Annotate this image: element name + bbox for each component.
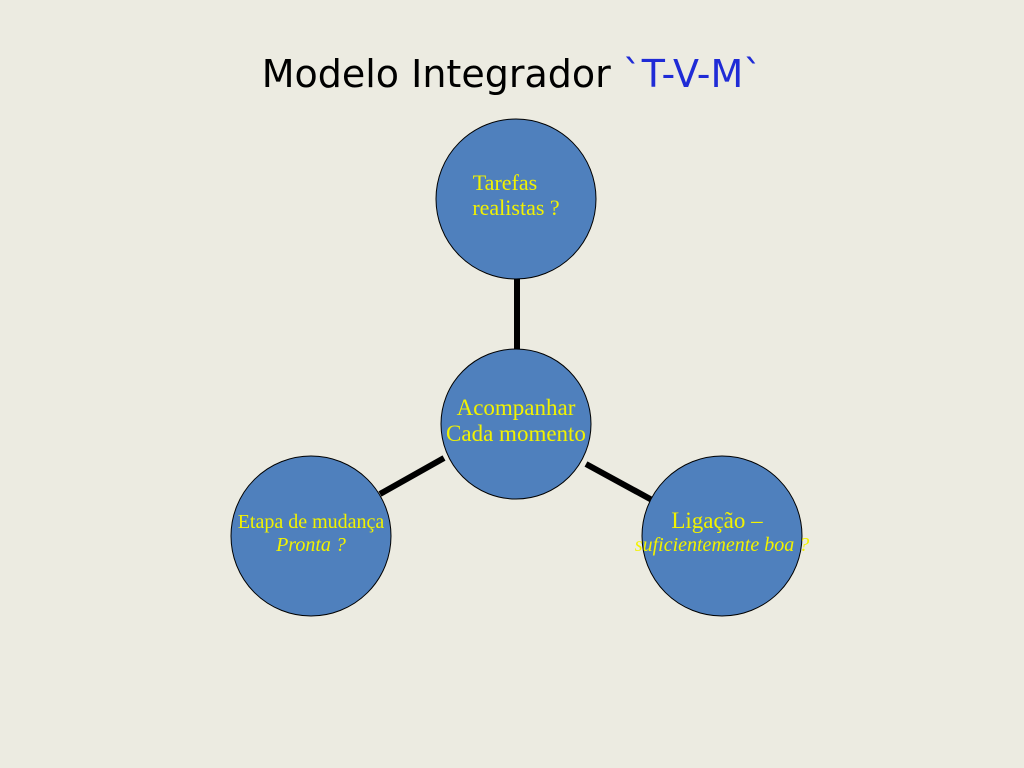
connector-left — [378, 455, 446, 497]
node-left-line2: Pronta ? — [276, 534, 346, 556]
node-right-line2: suficientemente boa ? — [634, 534, 810, 557]
node-left-label: Etapa de mudança Pronta ? — [211, 511, 411, 557]
node-center-circle — [440, 348, 592, 500]
node-left-circle — [230, 455, 392, 617]
slide-title: Modelo Integrador `T-V-M` — [0, 48, 1024, 100]
node-right-label: Ligação – suficientemente boa ? — [612, 508, 832, 557]
node-top-line1: Tarefas — [472, 170, 538, 195]
node-center-line1: Acompanhar — [456, 395, 576, 420]
node-right-line1: Ligação – — [671, 508, 763, 533]
node-top-circle — [435, 118, 597, 280]
title-main-text: Modelo Integrador — [261, 52, 623, 96]
node-top-label: Tarefas realistas ? — [436, 170, 596, 221]
node-right-circle — [641, 455, 803, 617]
node-center-label: Acompanhar Cada momento — [416, 395, 616, 448]
node-top-line2: realistas ? — [472, 195, 560, 221]
node-center-line2: Cada momento — [446, 421, 586, 447]
title-accent-text: `T-V-M` — [622, 52, 763, 96]
connector-right — [584, 461, 654, 503]
node-left-line1: Etapa de mudança — [237, 511, 385, 533]
